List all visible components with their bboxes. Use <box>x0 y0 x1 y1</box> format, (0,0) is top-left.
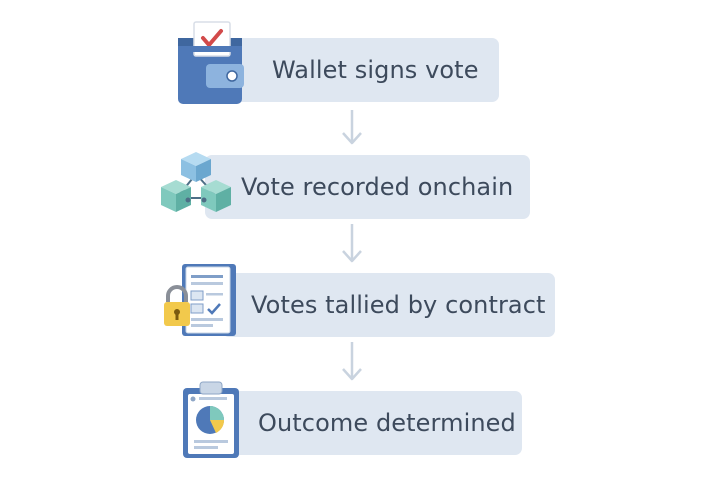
step-3-label: Votes tallied by contract <box>251 291 546 319</box>
step-4-label: Outcome determined <box>258 409 516 437</box>
arrow-2 <box>342 224 362 263</box>
step-2-box: Vote recorded onchain <box>205 155 530 219</box>
blockchain-icon <box>161 152 231 212</box>
step-4-box: Outcome determined <box>233 391 522 455</box>
step-3-box: Votes tallied by contract <box>222 273 555 337</box>
step-1-label: Wallet signs vote <box>272 56 479 84</box>
outcome-chart-icon <box>183 381 239 458</box>
arrow-3 <box>342 342 362 381</box>
contract-icon <box>164 264 236 336</box>
arrow-1 <box>342 110 362 145</box>
step-1-box: Wallet signs vote <box>226 38 499 102</box>
step-2-label: Vote recorded onchain <box>241 173 514 201</box>
wallet-icon <box>178 21 244 104</box>
